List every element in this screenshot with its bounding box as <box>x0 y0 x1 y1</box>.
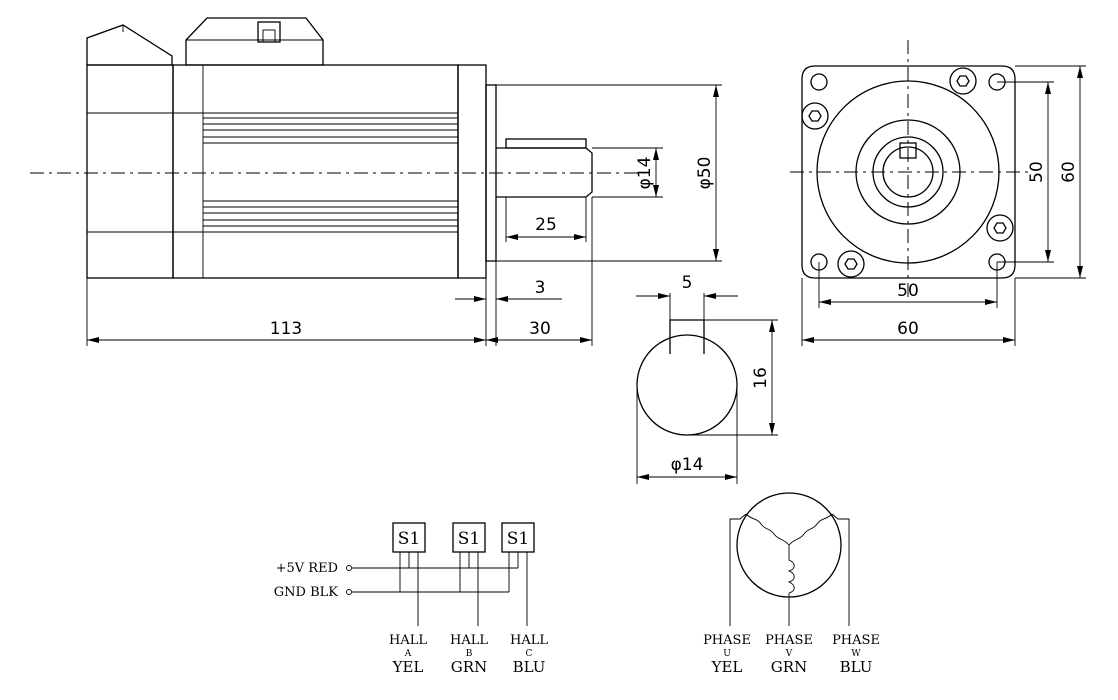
shaft-section-key <box>669 319 705 354</box>
hall-sensor-b-label: S1 <box>458 529 480 549</box>
dim-section-diameter: φ14 <box>671 455 704 475</box>
hall-c-name: HALL <box>510 633 548 648</box>
dim-flange-height: 60 <box>1059 161 1079 183</box>
phase-w-sub: W <box>851 649 861 659</box>
front-flange-outline <box>801 65 1016 279</box>
shaft-section-view: 5 16 φ14 <box>636 273 778 484</box>
front-view: 50 60 50 60 <box>790 40 1086 346</box>
dim-25: 25 <box>535 215 557 235</box>
winding-coil-u <box>745 513 790 546</box>
hall-sensor-a-label: S1 <box>398 529 420 549</box>
connector-latch <box>257 21 281 43</box>
dim-hole-spacing-h: 50 <box>897 281 919 301</box>
hex-screw-icon <box>808 110 822 122</box>
side-view: 113 30 3 25 φ14 φ50 <box>30 17 722 346</box>
cable-connector-housing <box>185 17 324 66</box>
dim-hole-spacing-v: 50 <box>1027 161 1047 183</box>
cooling-fins <box>203 117 458 227</box>
shaft-section-circle <box>636 334 738 436</box>
phase-v-color: GRN <box>771 658 807 676</box>
power-label: +5V RED <box>276 561 338 576</box>
dim-shaft-diameter: φ14 <box>635 157 655 190</box>
dim-16: 16 <box>751 367 771 389</box>
phase-u-color: YEL <box>711 658 743 676</box>
ground-label: GND BLK <box>274 585 339 600</box>
rear-connector-housing <box>86 24 173 66</box>
hall-c-color: BLU <box>513 658 546 676</box>
hall-a-color: YEL <box>392 658 424 676</box>
hall-a-sub: A <box>404 649 412 659</box>
hall-b-color: GRN <box>451 658 487 676</box>
shaft-key <box>505 138 587 149</box>
hall-b-name: HALL <box>450 633 488 648</box>
hall-a-name: HALL <box>389 633 427 648</box>
rear-end-cap <box>86 64 174 279</box>
front-flange <box>457 64 487 279</box>
phase-v-sub: V <box>785 649 793 659</box>
hex-screw-icon <box>844 258 858 270</box>
hall-b-sub: B <box>466 649 473 659</box>
dim-pilot-diameter: φ50 <box>695 157 715 190</box>
motor-body <box>172 64 459 279</box>
phase-w-color: BLU <box>840 658 873 676</box>
phase-v-name: PHASE <box>765 633 813 648</box>
hall-c-sub: C <box>526 649 533 659</box>
phase-winding-wiring: PHASE U YEL PHASE V GRN PHASE W BLU <box>703 492 880 676</box>
dim-30: 30 <box>529 319 551 339</box>
winding-coil-w <box>788 513 833 546</box>
dim-113: 113 <box>270 319 302 339</box>
mounting-hole-tl <box>810 73 828 91</box>
winding-coil-v <box>787 545 795 594</box>
phase-u-name: PHASE <box>703 633 751 648</box>
dim-3: 3 <box>535 278 546 298</box>
phase-u-sub: U <box>723 649 731 659</box>
hall-sensor-c-label: S1 <box>507 529 529 549</box>
dim-key-width: 5 <box>682 273 693 293</box>
hex-screw-icon <box>993 222 1007 234</box>
dim-flange-width: 60 <box>897 319 919 339</box>
hex-screw-icon <box>956 75 970 87</box>
phase-w-name: PHASE <box>832 633 880 648</box>
hall-sensor-wiring: S1 S1 S1 +5V RED GND BLK HALL A YEL HALL… <box>274 522 548 676</box>
